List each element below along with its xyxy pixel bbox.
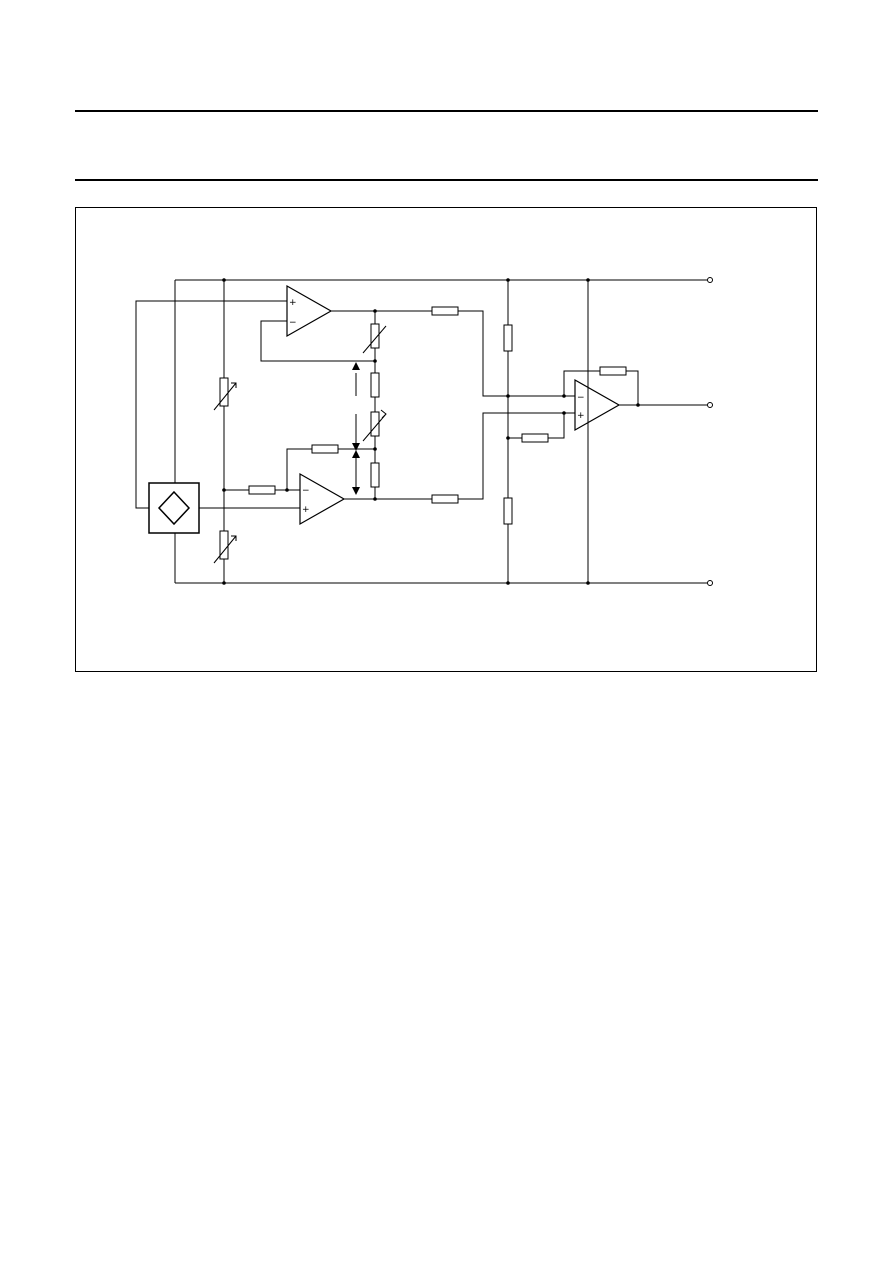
amp2-minus-sign: − — [302, 486, 310, 496]
header-bottom-rule — [75, 179, 818, 181]
terminal-bottom — [707, 580, 713, 586]
amplifier-2: − + — [286, 444, 432, 526]
junction-dots — [222, 278, 640, 585]
gain-selection-arrows — [352, 362, 360, 495]
series-resistors — [431, 306, 575, 504]
sensor-bridge — [135, 300, 300, 534]
reference-resistor-lower — [503, 497, 513, 525]
trim-divider — [213, 280, 300, 583]
amp2-plus-sign: + — [302, 505, 310, 515]
amp3-minus-sign: − — [577, 393, 585, 403]
input-resistor — [248, 485, 276, 495]
reference-divider — [503, 280, 565, 583]
reference-resistor-upper — [503, 324, 513, 352]
supply-rails — [174, 279, 707, 584]
reference-resistor-side — [521, 433, 549, 443]
terminal-top — [707, 277, 713, 283]
amp3-plus-sign: + — [577, 411, 585, 421]
figure-frame — [75, 207, 817, 672]
terminal-output — [707, 402, 713, 408]
amp1-plus-sign: + — [289, 298, 297, 308]
amplifier-3: − + — [563, 280, 707, 583]
amplifier-1: + − — [260, 284, 432, 362]
amp1-minus-sign: − — [289, 318, 297, 328]
gain-resistor-2 — [370, 372, 380, 398]
feedback-resistor-amp2 — [311, 444, 339, 454]
gain-network — [362, 311, 387, 499]
header-top-rule — [75, 110, 818, 112]
feedback-resistor-amp3 — [599, 366, 627, 376]
series-resistor-top — [431, 306, 459, 316]
gain-resistor-4 — [370, 462, 380, 488]
output-terminals — [707, 277, 713, 586]
series-resistor-bottom — [431, 494, 459, 504]
